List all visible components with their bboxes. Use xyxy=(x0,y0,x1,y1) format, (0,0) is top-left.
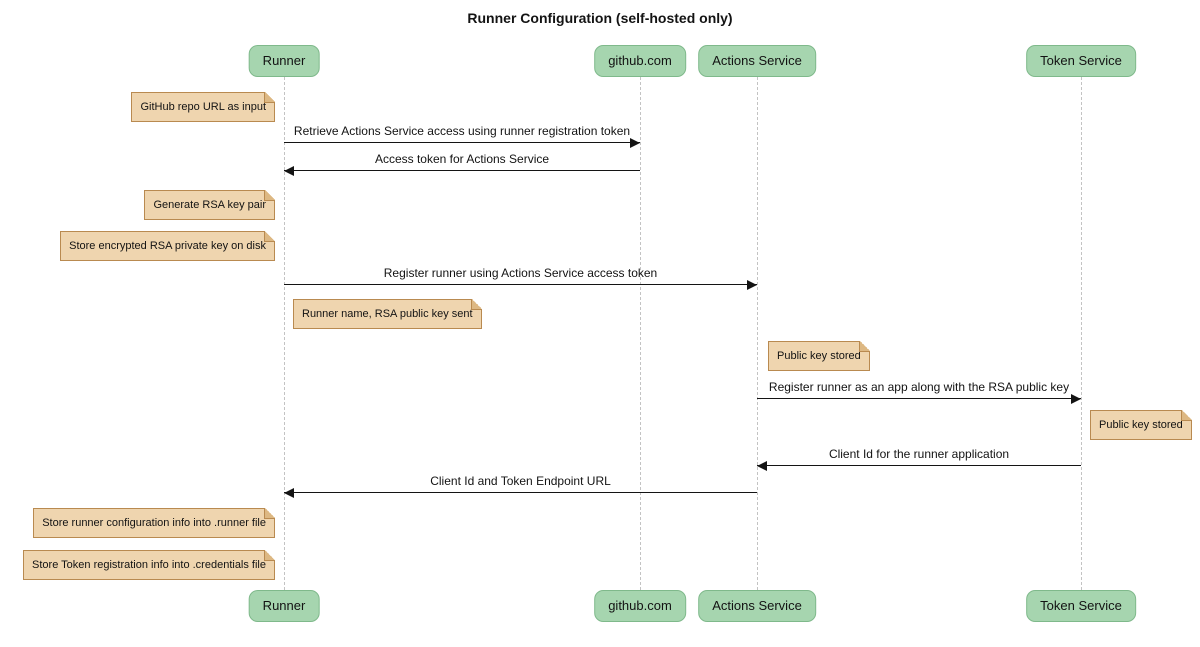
message-label: Retrieve Actions Service access using ru… xyxy=(293,124,631,138)
lifeline-runner xyxy=(283,77,285,590)
note-public-key-stored-actions: Public key stored xyxy=(768,341,870,371)
note-generate-rsa-key: Generate RSA key pair xyxy=(144,190,275,220)
note-fold-icon xyxy=(470,299,482,310)
message-register-runner-app: Register runner as an app along with the… xyxy=(757,380,1081,404)
note-fold-icon xyxy=(264,190,275,201)
message-line xyxy=(757,394,1081,404)
note-store-runner-file: Store runner configuration info into .ru… xyxy=(33,508,275,538)
lifeline-token-service xyxy=(1080,77,1082,590)
note-public-key-stored-token: Public key stored xyxy=(1090,410,1192,440)
message-access-token-returned: Access token for Actions Service xyxy=(284,152,640,176)
message-line xyxy=(284,166,640,176)
arrowhead-left-icon xyxy=(284,488,294,498)
arrowhead-right-icon xyxy=(630,138,640,148)
note-text: GitHub repo URL as input xyxy=(140,101,266,113)
message-line xyxy=(284,488,757,498)
message-line xyxy=(284,280,757,290)
message-client-id-returned: Client Id for the runner application xyxy=(757,447,1081,471)
participant-github-com-bottom: github.com xyxy=(594,590,686,622)
note-text: Public key stored xyxy=(777,350,861,362)
message-label: Client Id for the runner application xyxy=(828,447,1010,461)
note-text: Generate RSA key pair xyxy=(153,199,266,211)
message-register-runner: Register runner using Actions Service ac… xyxy=(284,266,757,290)
arrowhead-right-icon xyxy=(1071,394,1081,404)
participant-actions-service-top: Actions Service xyxy=(698,45,816,77)
note-fold-icon xyxy=(1180,410,1192,421)
participant-token-service-bottom: Token Service xyxy=(1026,590,1136,622)
note-github-repo-url: GitHub repo URL as input xyxy=(131,92,275,122)
note-text: Runner name, RSA public key sent xyxy=(302,308,473,320)
arrowhead-right-icon xyxy=(747,280,757,290)
message-label: Access token for Actions Service xyxy=(374,152,550,166)
message-label: Register runner using Actions Service ac… xyxy=(383,266,658,280)
note-runner-name-sent: Runner name, RSA public key sent xyxy=(293,299,482,329)
arrowhead-left-icon xyxy=(284,166,294,176)
participant-runner-top: Runner xyxy=(248,45,320,77)
note-fold-icon xyxy=(264,231,275,242)
note-fold-icon xyxy=(858,341,870,352)
diagram-title: Runner Configuration (self-hosted only) xyxy=(467,10,733,26)
note-text: Store runner configuration info into .ru… xyxy=(42,517,266,529)
arrowhead-left-icon xyxy=(757,461,767,471)
message-label: Client Id and Token Endpoint URL xyxy=(430,474,611,488)
lifeline-actions-service xyxy=(756,77,758,590)
participant-runner-bottom: Runner xyxy=(248,590,320,622)
message-client-id-endpoint: Client Id and Token Endpoint URL xyxy=(284,474,757,498)
participant-actions-service-bottom: Actions Service xyxy=(698,590,816,622)
participant-token-service-top: Token Service xyxy=(1026,45,1136,77)
message-label: Register runner as an app along with the… xyxy=(768,380,1070,394)
note-fold-icon xyxy=(264,508,275,519)
note-text: Store Token registration info into .cred… xyxy=(32,559,266,571)
lifeline-github-com xyxy=(639,77,641,590)
note-text: Store encrypted RSA private key on disk xyxy=(69,240,266,252)
note-text: Public key stored xyxy=(1099,419,1183,431)
note-store-credentials-file: Store Token registration info into .cred… xyxy=(23,550,275,580)
note-store-private-key: Store encrypted RSA private key on disk xyxy=(60,231,275,261)
message-retrieve-actions-access: Retrieve Actions Service access using ru… xyxy=(284,124,640,148)
note-fold-icon xyxy=(264,92,275,103)
participant-github-com-top: github.com xyxy=(594,45,686,77)
message-line xyxy=(757,461,1081,471)
message-line xyxy=(284,138,640,148)
note-fold-icon xyxy=(264,550,275,561)
